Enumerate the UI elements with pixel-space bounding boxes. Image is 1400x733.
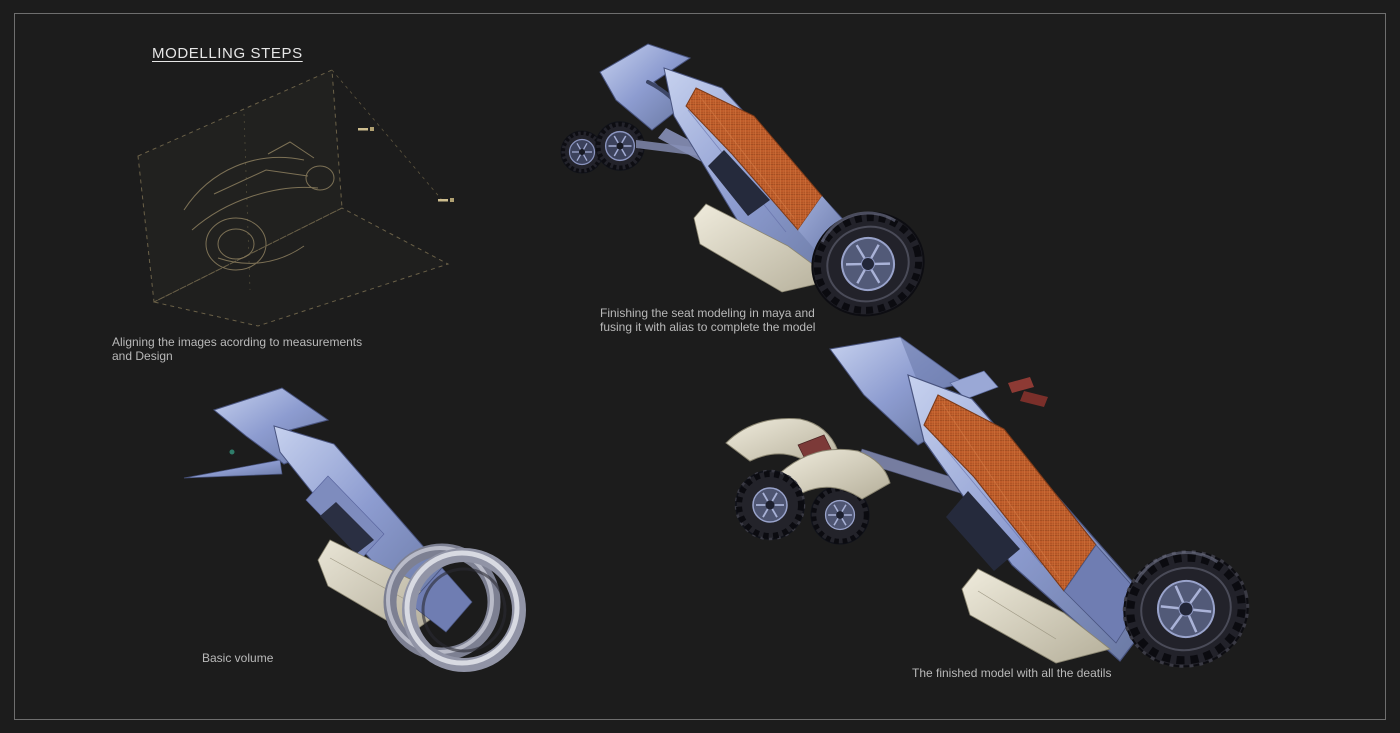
plane-handle-marker: [358, 127, 374, 131]
vehicle-sketch: [183, 141, 335, 271]
top-winglet: [949, 370, 999, 400]
plane-handle-marker: [438, 198, 454, 202]
caption-seat-modeling: Finishing the seat modeling in maya and …: [600, 306, 815, 334]
caption-line: and Design: [112, 349, 173, 363]
tail-panel: [409, 567, 473, 633]
rear-wheel-torus: [383, 543, 526, 672]
figure-image-alignment: [118, 58, 458, 333]
caption-basic-volume: Basic volume: [202, 651, 273, 665]
basic-volume-render: [183, 387, 526, 672]
figure-finished-model: [712, 333, 1252, 690]
front-wheel: [734, 469, 806, 541]
arm-shade: [900, 337, 964, 393]
marker-dot: [229, 449, 235, 455]
red-detail: [1008, 377, 1034, 393]
rear-wheel: [811, 211, 925, 317]
seat-highlight: [941, 402, 1061, 580]
wireframe-render: [137, 69, 454, 327]
body-facet-line: [933, 434, 1043, 566]
finished-model-render: [725, 336, 1250, 668]
figure-basic-volume: [178, 382, 538, 682]
caption-finished-model: The finished model with all the deatils: [912, 666, 1111, 680]
cockpit-wedge: [320, 502, 374, 554]
red-detail: [1020, 391, 1048, 407]
front-spike: [183, 459, 283, 479]
front-wheel: [595, 121, 645, 171]
caption-line: Aligning the images acording to measurem…: [112, 335, 363, 349]
caption-line: Basic volume: [202, 651, 274, 665]
construction-line: [243, 113, 251, 291]
caption-line: The finished model with all the deatils: [912, 666, 1112, 680]
caption-line: Finishing the seat modeling in maya and: [600, 306, 815, 320]
front-wheel: [560, 130, 604, 174]
lower-hull-cream: [961, 568, 1111, 664]
figure-seat-modeling: [548, 32, 928, 327]
cockpit-wedge: [946, 491, 1020, 571]
construction-line: [331, 69, 443, 201]
seat-model-render: [560, 43, 925, 317]
rear-wheel: [1122, 550, 1250, 668]
image-plane-ground: [152, 207, 450, 327]
cockpit-wedge: [708, 150, 770, 216]
image-plane-vertical: [137, 69, 343, 303]
page-title: MODELLING STEPS: [152, 45, 303, 62]
lower-hull-cream: [693, 203, 835, 293]
hull-facet-line: [977, 590, 1057, 640]
seat-highlight: [697, 93, 795, 219]
caption-line: fusing it with alias to complete the mod…: [600, 320, 816, 334]
front-fender: [779, 448, 891, 500]
caption-image-alignment: Aligning the images acording to measurem…: [112, 335, 362, 363]
